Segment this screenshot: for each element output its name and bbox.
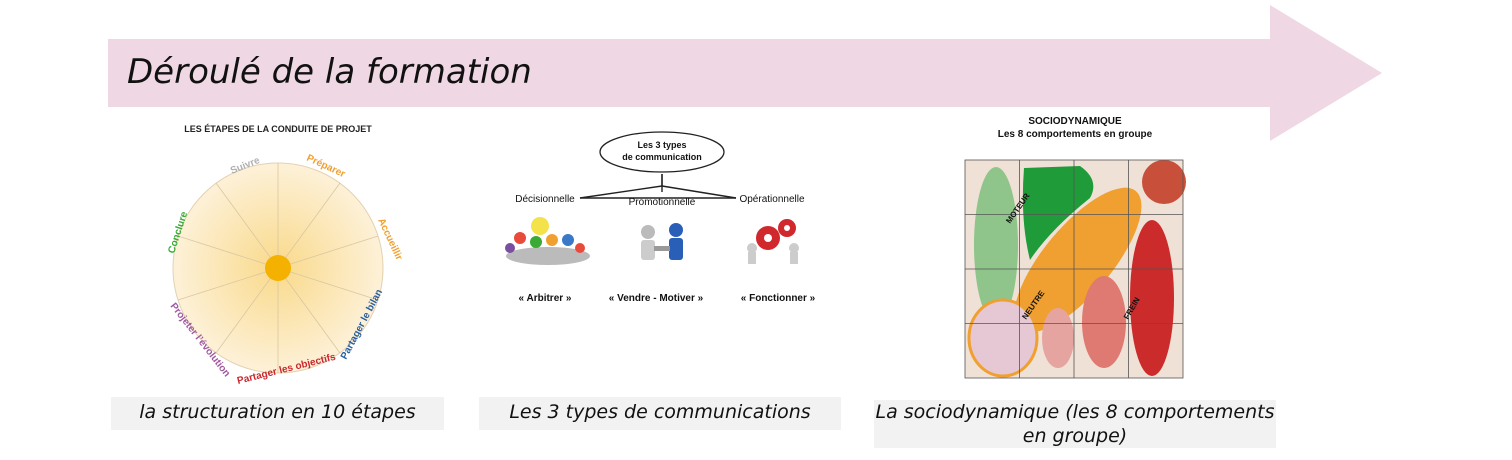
shape-salmon-1 bbox=[1082, 276, 1126, 368]
quote-vendre: « Vendre - Motiver » bbox=[609, 293, 704, 304]
shape-salmon-2 bbox=[1042, 308, 1074, 368]
quote-fonctionner: « Fonctionner » bbox=[741, 293, 816, 304]
shape-orange bbox=[1014, 187, 1142, 333]
matrix-grid bbox=[964, 159, 1184, 379]
wheel-title: LES ÉTAPES DE LA CONDUITE DE PROJET bbox=[184, 124, 372, 134]
project-stages-wheel: LES ÉTAPES DE LA CONDUITE DE PROJET Suiv… bbox=[166, 124, 404, 387]
type-decisionnelle: Décisionnelle bbox=[515, 194, 575, 205]
sociodynamic-matrix: SOCIODYNAMIQUE Les 8 comportements en gr… bbox=[964, 116, 1186, 379]
communication-types-diagram: Les 3 types de communication Décisionnel… bbox=[505, 131, 816, 304]
caption-sociodynamique: La sociodynamique (les 8 comportements e… bbox=[874, 400, 1276, 448]
wheel-center bbox=[265, 255, 291, 281]
root-line1: Les 3 types bbox=[637, 140, 686, 150]
connector-lines bbox=[579, 174, 737, 199]
root-line2: de communication bbox=[622, 152, 702, 162]
socio-subtitle: Les 8 comportements en groupe bbox=[998, 129, 1153, 140]
shape-pink bbox=[967, 298, 1039, 378]
handshake-icon bbox=[641, 223, 683, 260]
quote-arbitrer: « Arbitrer » bbox=[519, 293, 572, 304]
caption-communications: Les 3 types de communications bbox=[479, 397, 841, 430]
gears-icon bbox=[747, 219, 799, 264]
page-title: Déroulé de la formation bbox=[127, 52, 532, 92]
meeting-people-icon bbox=[505, 217, 590, 265]
shape-red-top bbox=[1142, 160, 1186, 204]
shape-green-light bbox=[974, 167, 1018, 323]
root-bubble bbox=[599, 131, 725, 173]
shape-red-right bbox=[1130, 220, 1174, 376]
type-operationnelle: Opérationnelle bbox=[739, 194, 804, 205]
socio-title: SOCIODYNAMIQUE bbox=[1028, 116, 1122, 127]
type-promotionnelle: Promotionnelle bbox=[629, 197, 696, 208]
wheel-spokes bbox=[177, 163, 379, 373]
shape-green-dark bbox=[1022, 166, 1094, 260]
caption-structuration: la structuration en 10 étapes bbox=[111, 397, 444, 430]
